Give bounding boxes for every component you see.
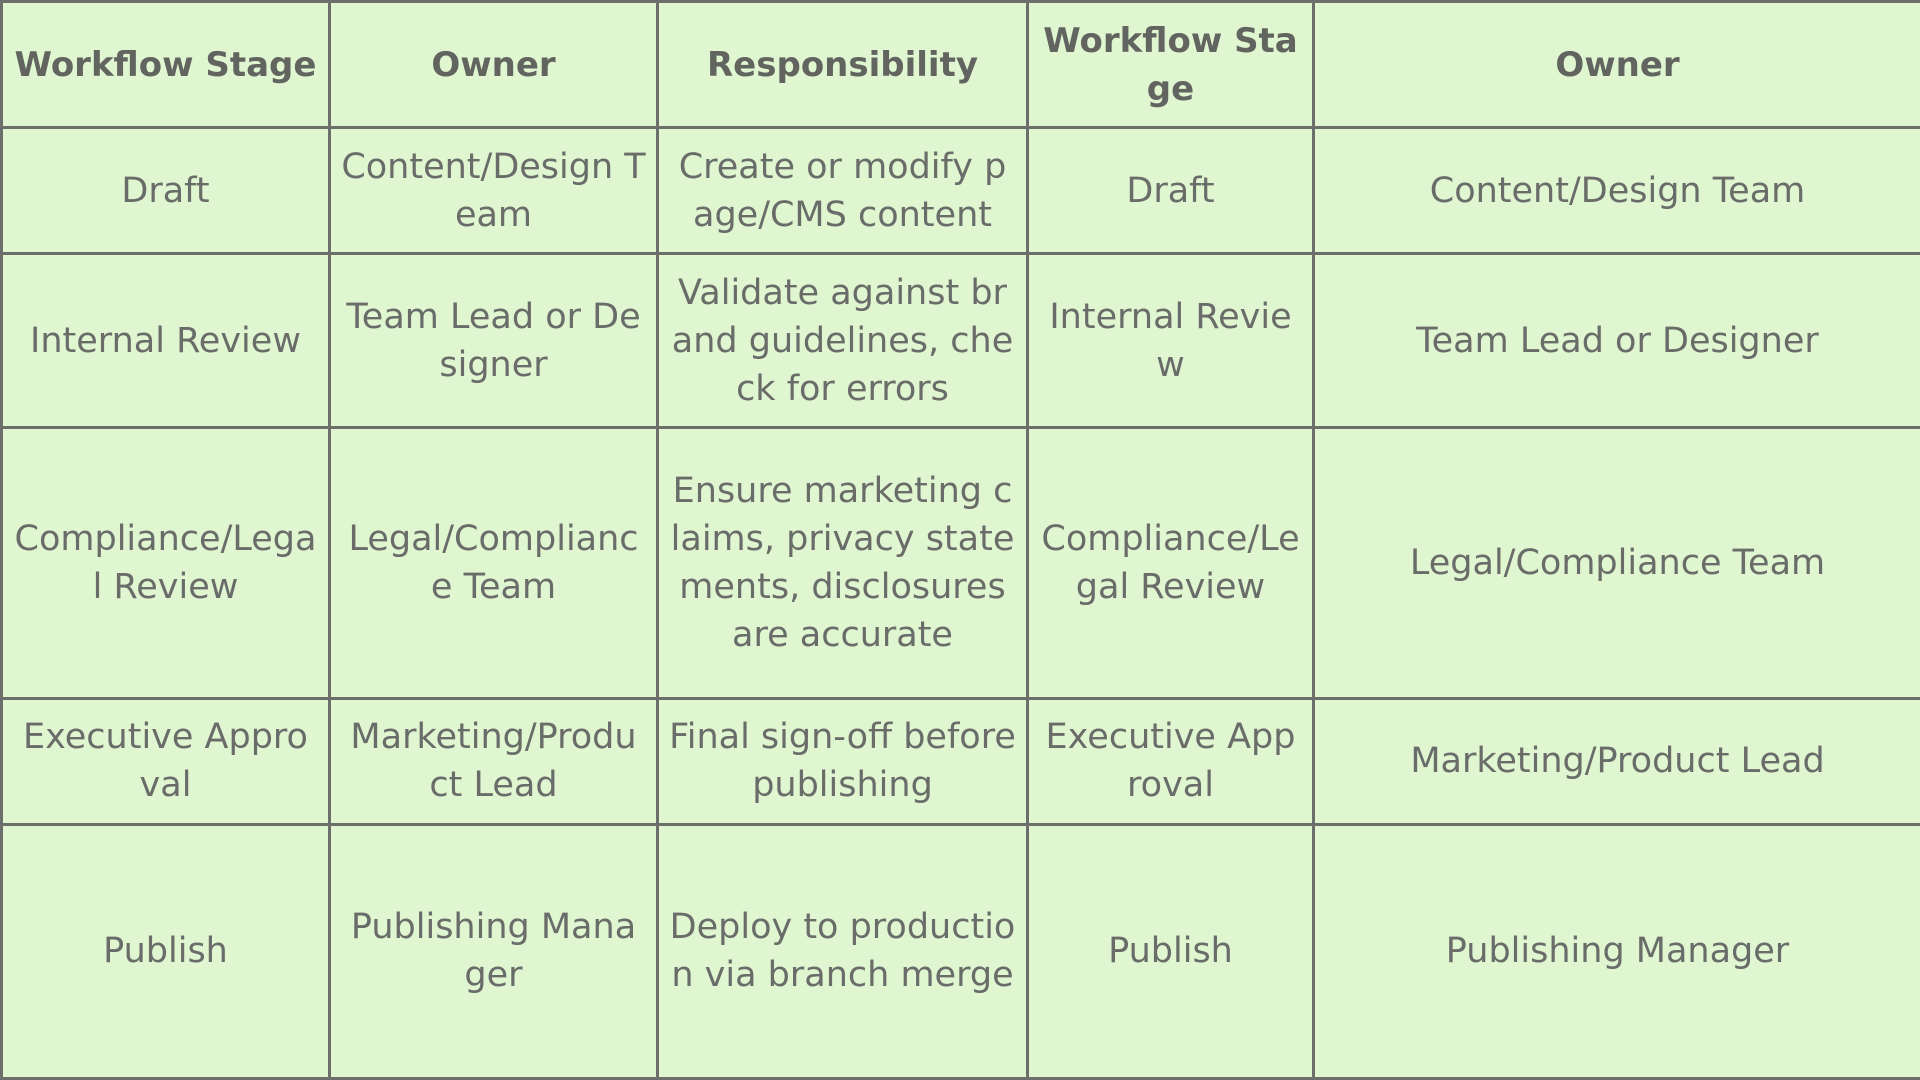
table-row: Internal Review Team Lead or Designer Va… (0, 252, 1920, 430)
cell-workflow-stage: Internal Review (0, 252, 331, 430)
cell-owner-duplicate: Team Lead or Designer (1312, 252, 1920, 430)
header-owner-duplicate: Owner (1312, 0, 1920, 129)
table-row: Publish Publishing Manager Deploy to pro… (0, 822, 1920, 1080)
cell-responsibility: Create or modify page/CMS content (656, 125, 1029, 256)
table-row: Draft Content/Design Team Create or modi… (0, 125, 1920, 256)
cell-owner: Marketing/Product Lead (328, 696, 659, 826)
cell-workflow-stage: Draft (0, 125, 331, 256)
cell-workflow-stage-duplicate: Executive Approval (1026, 696, 1315, 826)
header-responsibility: Responsibility (656, 0, 1029, 129)
cell-responsibility: Ensure marketing claims, privacy stateme… (656, 426, 1029, 700)
cell-responsibility: Deploy to production via branch merge (656, 822, 1029, 1080)
cell-workflow-stage: Executive Approval (0, 696, 331, 826)
cell-owner: Content/Design Team (328, 125, 659, 256)
cell-owner: Team Lead or Designer (328, 252, 659, 430)
cell-workflow-stage-duplicate: Compliance/Legal Review (1026, 426, 1315, 700)
cell-responsibility: Validate against brand guidelines, check… (656, 252, 1029, 430)
cell-workflow-stage-duplicate: Publish (1026, 822, 1315, 1080)
table-row: Compliance/Legal Review Legal/Compliance… (0, 426, 1920, 700)
cell-owner-duplicate: Legal/Compliance Team (1312, 426, 1920, 700)
cell-owner-duplicate: Marketing/Product Lead (1312, 696, 1920, 826)
cell-workflow-stage: Publish (0, 822, 331, 1080)
header-owner: Owner (328, 0, 659, 129)
cell-owner-duplicate: Content/Design Team (1312, 125, 1920, 256)
cell-owner: Legal/Compliance Team (328, 426, 659, 700)
cell-responsibility: Final sign-off before publishing (656, 696, 1029, 826)
cell-owner-duplicate: Publishing Manager (1312, 822, 1920, 1080)
table-header-row: Workflow Stage Owner Responsibility Work… (0, 0, 1920, 129)
header-workflow-stage: Workflow Stage (0, 0, 331, 129)
cell-workflow-stage-duplicate: Internal Review (1026, 252, 1315, 430)
cell-workflow-stage: Compliance/Legal Review (0, 426, 331, 700)
header-workflow-stage-duplicate: Workflow Stage (1026, 0, 1315, 129)
cell-owner: Publishing Manager (328, 822, 659, 1080)
table-row: Executive Approval Marketing/Product Lea… (0, 696, 1920, 826)
cell-workflow-stage-duplicate: Draft (1026, 125, 1315, 256)
